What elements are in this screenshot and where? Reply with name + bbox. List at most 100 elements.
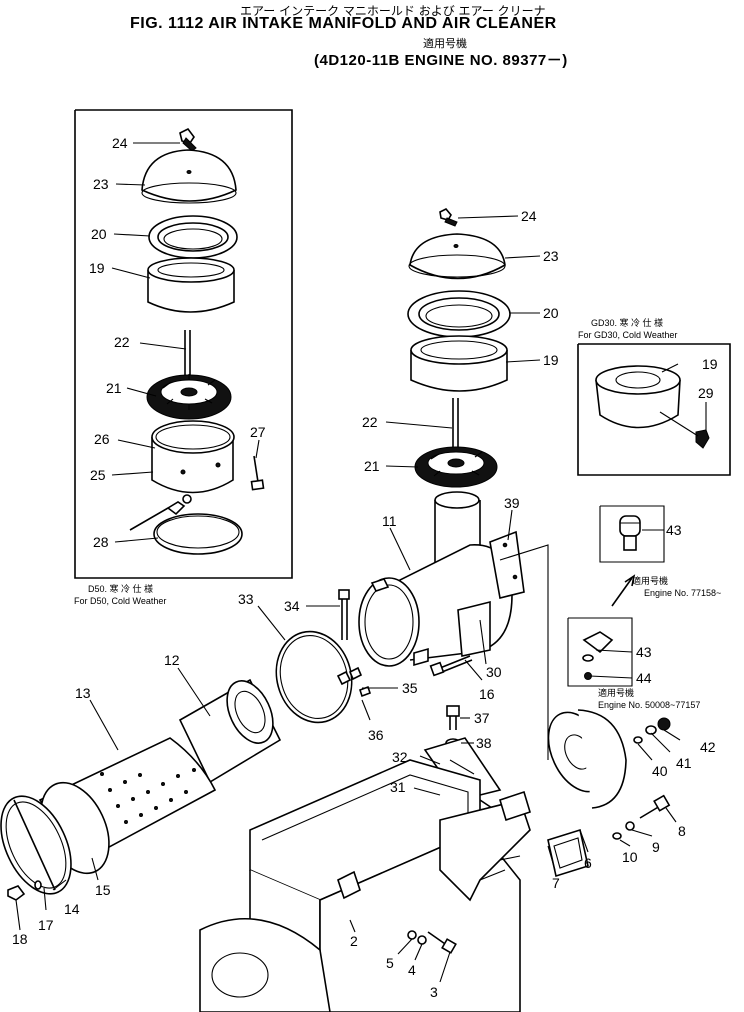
wing-nut-main-part — [439, 208, 458, 227]
element-main-part — [410, 335, 508, 392]
dust-indicator-upper-part — [619, 515, 641, 551]
bolt-27-part — [250, 455, 265, 491]
callout-13: 13 — [75, 685, 91, 701]
callout-34: 34 — [284, 598, 300, 614]
note-gd30-jp: GD30. 寒 冷 仕 様 — [591, 317, 663, 328]
note-apply-jp-2: 適用号機 — [598, 687, 634, 698]
cleaner-body-part — [358, 491, 525, 667]
title-japanese: エアー インテーク マニホールド および エアー クリーナ — [240, 4, 546, 18]
callout-26: 26 — [94, 431, 110, 447]
note-gd30-en: For GD30, Cold Weather — [578, 330, 677, 340]
hose-band-33-part — [275, 630, 353, 724]
clip-17-18-part — [7, 880, 42, 901]
callout-leaders — [15, 142, 707, 983]
washers-40-42-part — [633, 717, 671, 744]
bolts-3-5-part — [407, 930, 457, 954]
callout-6: 6 — [584, 855, 592, 871]
note-engine-no-1: Engine No. 77158~ — [644, 588, 721, 598]
applicable-label-japanese: 適用号機 — [423, 37, 467, 50]
rod-main-part — [452, 398, 459, 450]
callout-44: 44 — [636, 670, 652, 686]
callout-16: 16 — [479, 686, 495, 702]
callout-35: 35 — [402, 680, 418, 696]
note-d50-en: For D50, Cold Weather — [74, 596, 166, 606]
inset-frame-indicator-lower — [567, 617, 633, 687]
wing-nut-part — [179, 127, 197, 152]
callout-22: 22 — [362, 414, 378, 430]
pre-cleaner-main-part — [414, 446, 498, 488]
callout-17: 17 — [38, 917, 54, 933]
cleaner-cover-part — [141, 149, 237, 204]
cleaner-shell-part — [151, 420, 235, 494]
callout-32: 32 — [392, 749, 408, 765]
dust-indicator-lower-part — [582, 631, 614, 680]
callout-5: 5 — [386, 955, 394, 971]
callout-2: 2 — [350, 933, 358, 949]
callout-19-gd30: 19 — [702, 356, 718, 372]
callout-25: 25 — [90, 467, 106, 483]
callout-30: 30 — [486, 664, 502, 680]
callout-18: 18 — [12, 931, 28, 947]
pre-cleaner-part — [146, 374, 232, 420]
note-engine-no-2: Engine No. 50008~77157 — [598, 700, 700, 710]
callout-33: 33 — [238, 591, 254, 607]
callout-27: 27 — [250, 424, 266, 440]
callout-15: 15 — [95, 882, 111, 898]
callout-7: 7 — [552, 875, 560, 891]
bolt-16-part — [429, 655, 473, 677]
callout-36: 36 — [368, 727, 384, 743]
end-cover-14-part — [0, 795, 72, 895]
callout-23-inset: 23 — [93, 176, 109, 192]
note-d50-jp: D50. 寒 冷 仕 様 — [88, 583, 153, 594]
bolt-8-part — [612, 794, 671, 840]
callout-38: 38 — [476, 735, 492, 751]
inset-frame-d50 — [74, 109, 293, 579]
callout-10: 10 — [622, 849, 638, 865]
callout-41: 41 — [676, 755, 692, 771]
engine-block-part — [199, 759, 531, 1012]
safety-element-12-part — [178, 678, 282, 784]
callout-23: 23 — [543, 248, 559, 264]
callout-29: 29 — [698, 385, 714, 401]
center-rod-part — [184, 330, 191, 378]
cover-main-part — [408, 233, 506, 280]
callout-21: 21 — [364, 458, 380, 474]
inset-frame-indicator-upper — [599, 505, 665, 563]
callout-28: 28 — [93, 534, 109, 550]
callout-24: 24 — [521, 208, 537, 224]
callout-9: 9 — [652, 839, 660, 855]
clamp-band-part — [129, 494, 243, 555]
callout-39: 39 — [504, 495, 520, 511]
note-apply-jp-1: 適用号機 — [632, 575, 668, 586]
callout-40: 40 — [652, 763, 668, 779]
bolt-34-part — [336, 589, 372, 698]
callout-31: 31 — [390, 779, 406, 795]
seal-ring-part — [148, 215, 238, 259]
cleaner-element-part — [147, 257, 235, 313]
indicator-leader-arrow — [611, 574, 636, 607]
seal-ring-main-part — [407, 290, 511, 338]
callout-20-inset: 20 — [91, 226, 107, 242]
callout-24-inset: 24 — [112, 135, 128, 151]
inset-frame-gd30 — [577, 343, 731, 476]
leader-body-to-elbow — [499, 544, 549, 760]
gd30-cap-29-part — [659, 411, 710, 449]
callout-42: 42 — [700, 739, 716, 755]
callout-4: 4 — [408, 962, 416, 978]
callout-37: 37 — [474, 710, 490, 726]
callout-43-upper: 43 — [666, 522, 682, 538]
callout-11: 11 — [382, 513, 397, 529]
callout-19-inset: 19 — [89, 260, 105, 276]
intake-elbow-part — [547, 709, 627, 809]
callout-8: 8 — [678, 823, 686, 839]
figure-subtitle: (4D120-11B ENGINE NO. 89377－) — [314, 52, 568, 69]
callout-22-inset: 22 — [114, 334, 130, 350]
callout-20: 20 — [543, 305, 559, 321]
callout-43-lower: 43 — [636, 644, 652, 660]
figure-title: FIG. 1112 AIR INTAKE MANIFOLD AND AIR CL… — [130, 15, 557, 32]
callout-19: 19 — [543, 352, 559, 368]
callout-3: 3 — [430, 984, 438, 1000]
gd30-element-part — [595, 365, 681, 429]
callout-21-inset: 21 — [106, 380, 122, 396]
